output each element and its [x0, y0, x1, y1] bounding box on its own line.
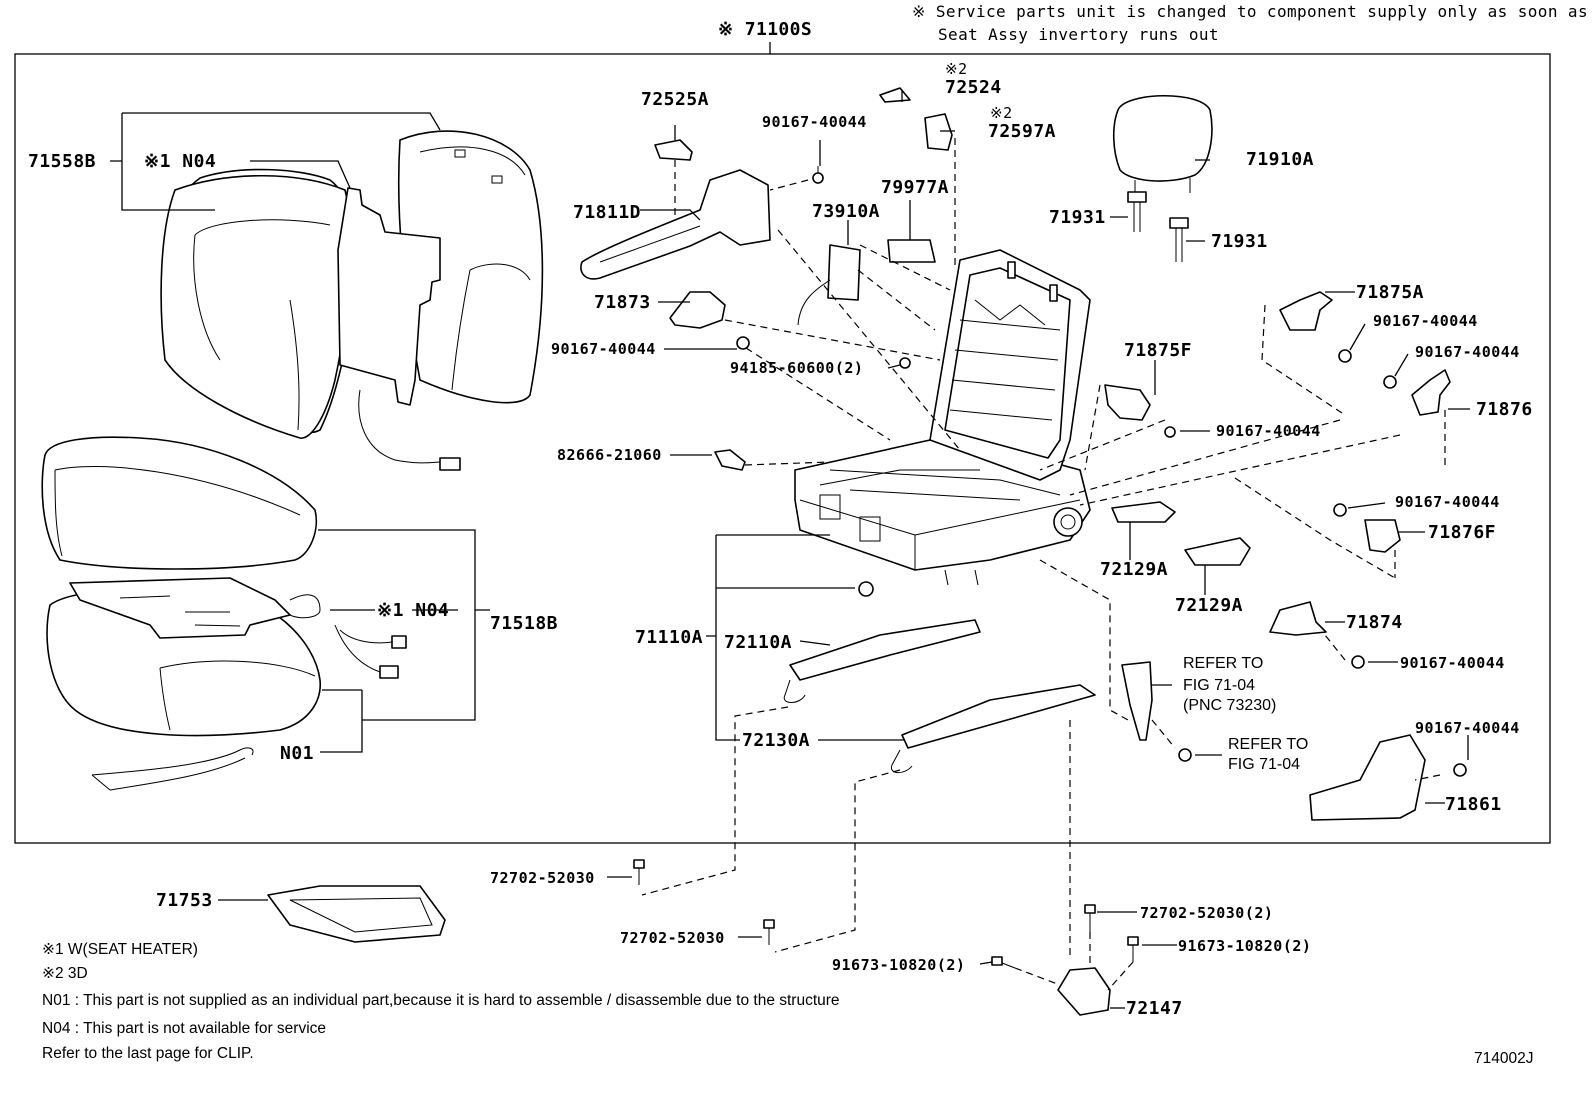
part-72597A: 72597A	[988, 121, 1057, 142]
seat-back-cover-drawing	[160, 130, 544, 471]
leader-lines	[110, 90, 1470, 1009]
seat-frame-drawing	[794, 249, 1091, 586]
part-71558B: 71558B	[28, 151, 97, 172]
part-90167-b: 90167-40044	[551, 340, 656, 358]
footnote-1: ※1 W(SEAT HEATER)	[42, 941, 198, 958]
part-94185: 94185-60600(2)	[730, 359, 864, 377]
part-71910A: 71910A	[1246, 149, 1315, 170]
part-71876: 71876	[1476, 399, 1533, 420]
part-72129A-b: 72129A	[1175, 595, 1244, 616]
part-82666: 82666-21060	[557, 446, 662, 464]
part-71931-a: 71931	[1049, 207, 1106, 228]
part-72702-c: 72702-52030(2)	[1140, 904, 1274, 922]
part-72702-b: 72702-52030	[620, 929, 725, 947]
part-91673-b: 91673-10820(2)	[1178, 937, 1312, 955]
part-79977A: 79977A	[881, 177, 950, 198]
footnote-n01: N01 : This part is not supplied as an in…	[42, 992, 840, 1009]
assembly-code: ※ 71100S	[718, 19, 813, 40]
part-71873: 71873	[594, 292, 651, 313]
part-72110A: 72110A	[724, 632, 793, 653]
footnote-2: ※2 3D	[42, 965, 88, 982]
service-note-line2: Seat Assy invertory runs out	[938, 25, 1219, 44]
figure-code: 714002J	[1474, 1050, 1534, 1067]
part-90167-h: 90167-40044	[1415, 719, 1520, 737]
part-71876F: 71876F	[1428, 522, 1497, 543]
part-90167-e: 90167-40044	[1216, 422, 1321, 440]
ref2-line2: FIG 71-04	[1228, 756, 1301, 773]
part-N01: N01	[280, 743, 315, 764]
part-72524: 72524	[945, 77, 1002, 98]
part-71558B-n04: ※1 N04	[144, 151, 217, 172]
ref2-line1: REFER TO	[1228, 736, 1309, 753]
part-71875F: 71875F	[1124, 340, 1193, 361]
part-72525A: 72525A	[641, 89, 710, 110]
service-note-line1: ※ Service parts unit is changed to compo…	[912, 2, 1588, 21]
dashed-lines	[641, 138, 1446, 991]
part-90167-f: 90167-40044	[1395, 493, 1500, 511]
assembly-frame	[14, 53, 1551, 844]
part-71861: 71861	[1445, 794, 1502, 815]
part-71753: 71753	[156, 890, 213, 911]
part-71875A: 71875A	[1356, 282, 1425, 303]
part-72524-mark: ※2	[945, 60, 968, 78]
part-72702-a: 72702-52030	[490, 869, 595, 887]
part-71518B-n04: ※1 N04	[377, 600, 450, 621]
part-71931-b: 71931	[1211, 231, 1268, 252]
footnote-n04: N04 : This part is not available for ser…	[42, 1020, 327, 1037]
part-72130A: 72130A	[742, 730, 811, 751]
ref1-line2: FIG 71-04	[1183, 677, 1256, 694]
seat-cushion-drawing	[41, 436, 407, 791]
part-90167-c: 90167-40044	[1373, 312, 1478, 330]
part-90167-a: 90167-40044	[762, 113, 867, 131]
part-91673-a: 91673-10820(2)	[832, 956, 966, 974]
ref1-line3: (PNC 73230)	[1183, 697, 1277, 714]
small-parts-drawing	[267, 87, 1467, 1016]
part-73910A: 73910A	[812, 201, 881, 222]
ref1-line1: REFER TO	[1183, 655, 1264, 672]
part-90167-g: 90167-40044	[1400, 654, 1505, 672]
part-71110A: 71110A	[635, 627, 704, 648]
part-72597A-mark: ※2	[990, 104, 1013, 122]
part-90167-d: 90167-40044	[1415, 343, 1520, 361]
part-71811D: 71811D	[573, 202, 642, 223]
footnote-clip: Refer to the last page for CLIP.	[42, 1045, 254, 1062]
part-71518B: 71518B	[490, 613, 559, 634]
part-72129A-a: 72129A	[1100, 559, 1169, 580]
part-72147: 72147	[1126, 998, 1183, 1019]
part-71874: 71874	[1346, 612, 1403, 633]
